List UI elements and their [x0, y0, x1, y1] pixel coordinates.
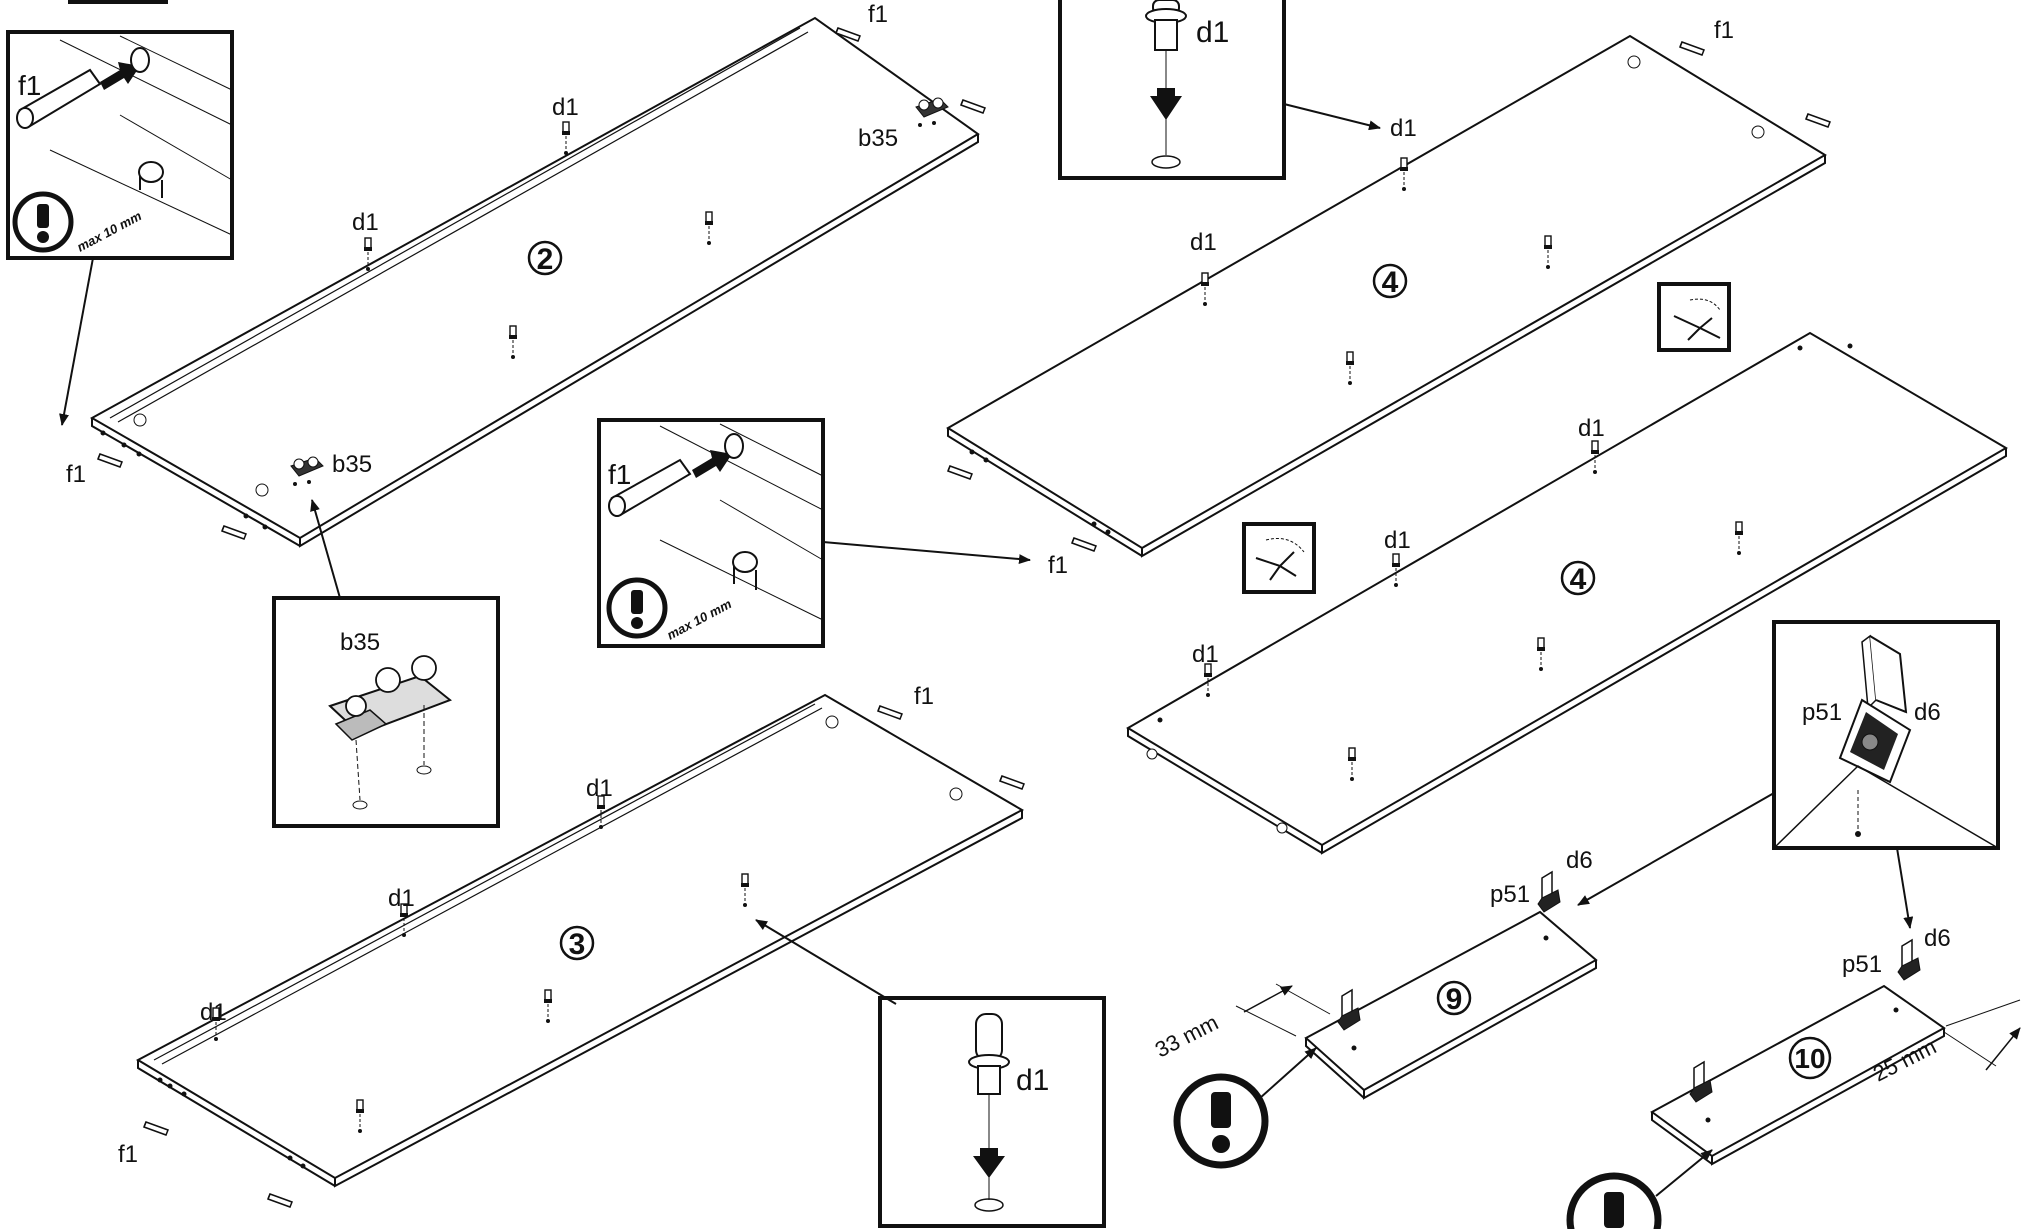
panel-2: 2 d1 d1 f1 b35 b35 f1	[66, 1, 986, 548]
label-d1: d1	[1190, 229, 1217, 256]
panel-4-bottom: 4 d1 d1 d1	[1126, 331, 2008, 855]
panel-number-badge	[527, 240, 563, 276]
inset-bracket-detail: p51 d6	[1772, 620, 2000, 850]
panel-number: 4	[1382, 266, 1399, 299]
label-b35: b35	[332, 451, 372, 478]
label-d1: d1	[1196, 16, 1229, 49]
label-f1: f1	[18, 70, 41, 101]
panel-3: 3 d1 d1 d1 f1 f1	[118, 683, 1025, 1208]
panel-number-badge	[559, 925, 595, 961]
warning-icon	[1566, 1172, 1662, 1229]
label-d1: d1	[586, 775, 613, 802]
panel-number-badge	[1788, 1036, 1832, 1080]
label-d1: d1	[1192, 641, 1219, 668]
warning-icon	[1173, 1073, 1269, 1169]
label-f1: f1	[914, 683, 934, 710]
label-p51: p51	[1842, 951, 1882, 978]
rotate-180-icon	[1657, 282, 1731, 352]
label-f1: f1	[1714, 17, 1734, 44]
label-d1: d1	[352, 209, 379, 236]
label-f1: f1	[608, 459, 631, 490]
label-b35: b35	[858, 125, 898, 152]
label-f1: f1	[1048, 552, 1068, 579]
panel-number-badge	[1436, 980, 1472, 1016]
panel-number: 4	[1570, 563, 1587, 596]
panel-number: 9	[1446, 983, 1463, 1016]
panel-number: 3	[569, 928, 586, 961]
label-d1: d1	[552, 94, 579, 121]
panel-4-top: 4 d1 d1 f1	[946, 17, 1831, 558]
label-p51: p51	[1490, 881, 1530, 908]
label-d6: d6	[1924, 925, 1951, 952]
inset-d1-detail: d1	[878, 996, 1106, 1228]
panel-10: 10 p51 d6 25 mm	[1650, 925, 2021, 1166]
label-d1: d1	[1578, 415, 1605, 442]
inset-b35-detail: b35	[272, 596, 500, 828]
label-d6: d6	[1566, 847, 1593, 874]
label-d1: d1	[1016, 1064, 1049, 1097]
label-p51: p51	[1802, 699, 1842, 726]
panel-number-badge	[1372, 263, 1408, 299]
panel-number: 2	[537, 243, 554, 276]
label-f1: f1	[66, 461, 86, 488]
label-f1: f1	[118, 1141, 138, 1168]
label-d6: d6	[1914, 699, 1941, 726]
dimension-33mm: 33 mm	[1151, 1010, 1222, 1063]
panel-9: 9 p51 d6 33 mm	[1151, 847, 1598, 1100]
label-d1: d1	[388, 885, 415, 912]
rotate-180-icon	[1242, 522, 1316, 594]
label-d1: d1	[200, 999, 227, 1026]
label-d1: d1	[1390, 115, 1417, 142]
inset-f1-detail: f1 max 10 mm	[6, 30, 234, 260]
label-d1: d1	[1384, 527, 1411, 554]
panel-number: 10	[1794, 1043, 1825, 1074]
label-f1: f1	[868, 1, 888, 28]
inset-d1-detail-top: d1	[1058, 0, 1286, 180]
panel-number-badge	[1560, 560, 1596, 596]
label-b35: b35	[340, 629, 380, 656]
inset-f1-detail-middle: f1 max 10 mm	[597, 418, 825, 648]
